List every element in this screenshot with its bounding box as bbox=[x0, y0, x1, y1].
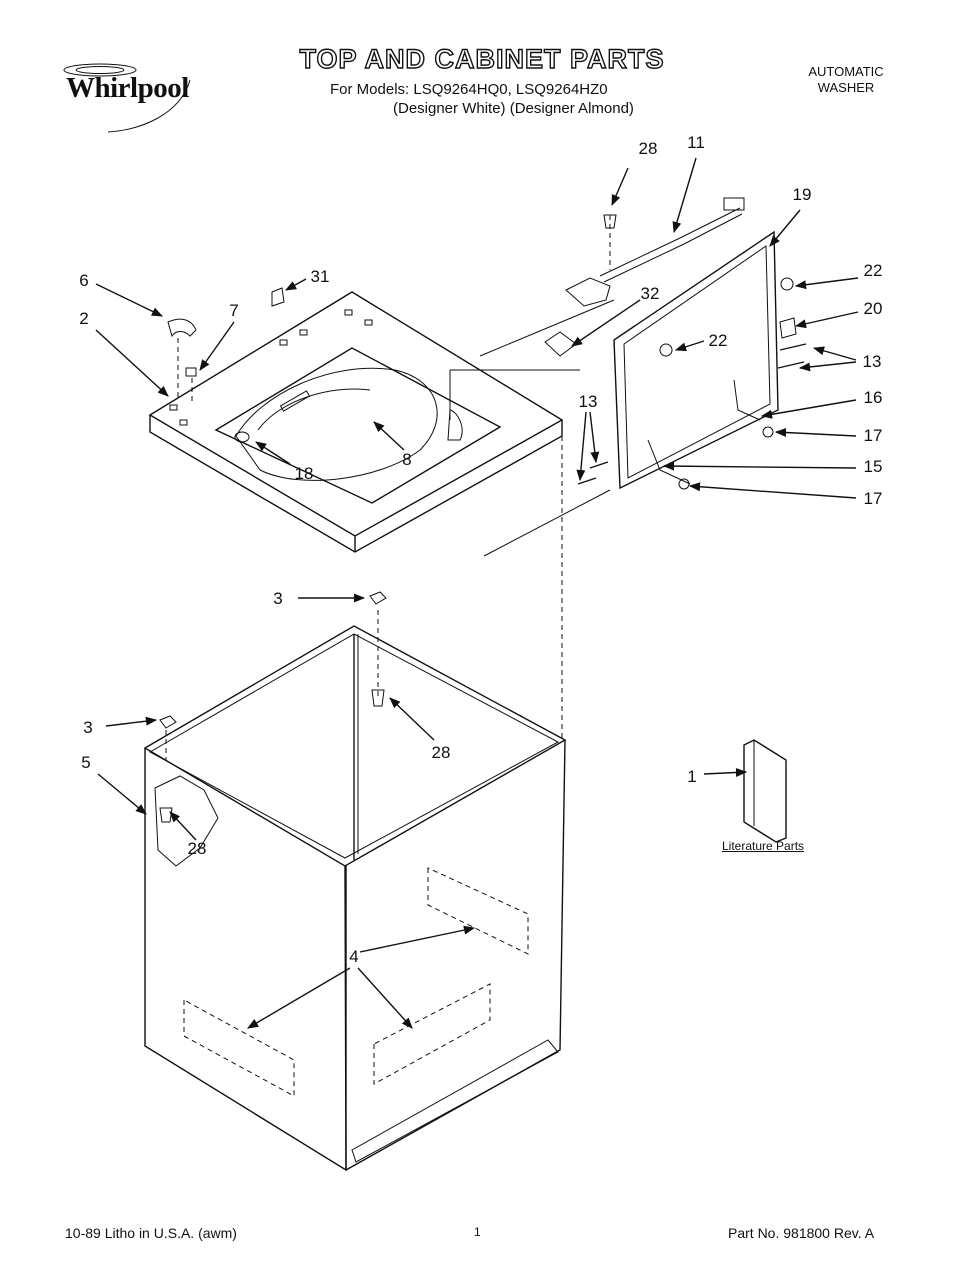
lid-switch-harness bbox=[544, 197, 745, 357]
cabinet bbox=[143, 591, 567, 1172]
top-clip-parts bbox=[167, 287, 285, 402]
leader-arrows bbox=[95, 157, 859, 1029]
callout-15: 15 bbox=[863, 457, 883, 476]
models-line: For Models: LSQ9264HQ0, LSQ9264HZ0 bbox=[330, 81, 608, 98]
callout-13-right: 13 bbox=[862, 352, 882, 371]
appliance-type-line2: WASHER bbox=[817, 80, 875, 95]
callout-4: 4 bbox=[349, 947, 359, 966]
callout-17-lower: 17 bbox=[863, 489, 883, 508]
callout-8: 8 bbox=[402, 450, 412, 469]
variants-line: (Designer White) (Designer Almond) bbox=[393, 100, 634, 117]
callout-1: 1 bbox=[687, 767, 697, 786]
callout-19-lid: 19 bbox=[792, 185, 812, 204]
callout-13-left: 13 bbox=[578, 392, 598, 411]
callout-16: 16 bbox=[863, 388, 883, 407]
callout-6: 6 bbox=[79, 271, 89, 290]
lid-assembly bbox=[577, 230, 807, 490]
callout-7: 7 bbox=[229, 301, 239, 320]
callout-11-harness: 11 bbox=[687, 133, 705, 152]
callout-31: 31 bbox=[310, 267, 330, 286]
callout-22-right: 22 bbox=[863, 261, 883, 280]
callout-28-screw: 28 bbox=[638, 139, 658, 158]
literature-parts-label: Literature Parts bbox=[722, 839, 805, 853]
part-number: Part No. 981800 Rev. A bbox=[728, 1225, 875, 1241]
callout-5: 5 bbox=[81, 753, 91, 772]
callout-22-bumper: 22 bbox=[708, 331, 728, 350]
literature-booklet bbox=[743, 739, 787, 843]
callout-3-left: 3 bbox=[83, 718, 93, 737]
appliance-type-line1: AUTOMATIC bbox=[808, 64, 884, 79]
footer-print-info: 10-89 Litho in U.S.A. (awm) bbox=[65, 1225, 237, 1241]
callout-2: 2 bbox=[79, 309, 89, 328]
callout-18: 18 bbox=[294, 464, 314, 483]
page-number: 1 bbox=[474, 1225, 481, 1239]
page-title: TOP AND CABINET PARTS bbox=[299, 43, 665, 74]
brand-logo: Whirlpool bbox=[66, 72, 189, 104]
washer-top-panel bbox=[148, 291, 564, 553]
callout-28-cabinet: 28 bbox=[431, 743, 451, 762]
whirlpool-logo-mark bbox=[63, 63, 191, 133]
callout-20: 20 bbox=[863, 299, 883, 318]
callout-17-upper: 17 bbox=[863, 426, 883, 445]
projection-lines bbox=[449, 299, 615, 740]
callout-3-top: 3 bbox=[273, 589, 283, 608]
callout-32: 32 bbox=[640, 284, 660, 303]
callout-28-front: 28 bbox=[187, 839, 207, 858]
